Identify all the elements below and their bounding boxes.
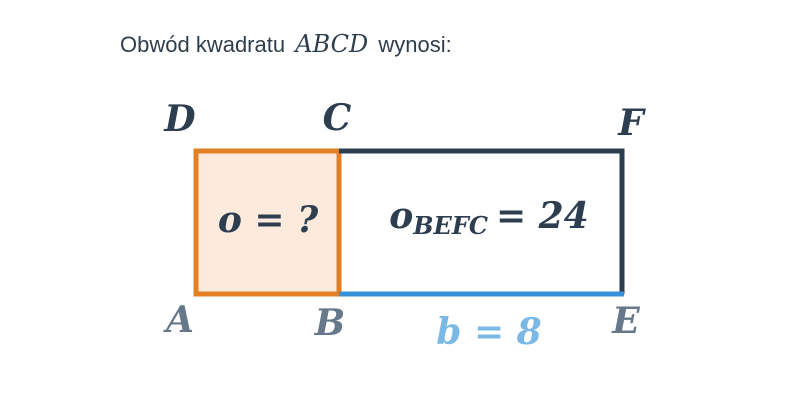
rectangle-label-base: o bbox=[389, 195, 413, 237]
rectangle-label-subscript: BEFC bbox=[412, 211, 488, 240]
vertex-c-label: C bbox=[323, 97, 352, 139]
question-prefix: Obwód kwadratu bbox=[120, 32, 286, 57]
square-perimeter-label: o = ? bbox=[218, 199, 319, 241]
vertex-e-label: E bbox=[611, 300, 640, 342]
question-suffix: wynosi: bbox=[378, 32, 452, 57]
rectangle-label-value: = 24 bbox=[496, 195, 589, 237]
vertex-a-label: A bbox=[163, 299, 194, 341]
rectangle-perimeter-label: oBEFC = 24 bbox=[389, 195, 589, 240]
rectangle-befc-edges bbox=[339, 148, 625, 294]
vertex-d-label: D bbox=[163, 98, 195, 140]
vertex-b-label: B bbox=[314, 302, 345, 344]
square-name: ABCD bbox=[295, 30, 369, 58]
question-text: Obwód kwadratu ABCD wynosi: bbox=[120, 30, 452, 58]
vertex-f-label: F bbox=[617, 102, 646, 144]
side-be-length-label: b = 8 bbox=[436, 311, 541, 353]
square-abcd bbox=[193, 148, 342, 297]
